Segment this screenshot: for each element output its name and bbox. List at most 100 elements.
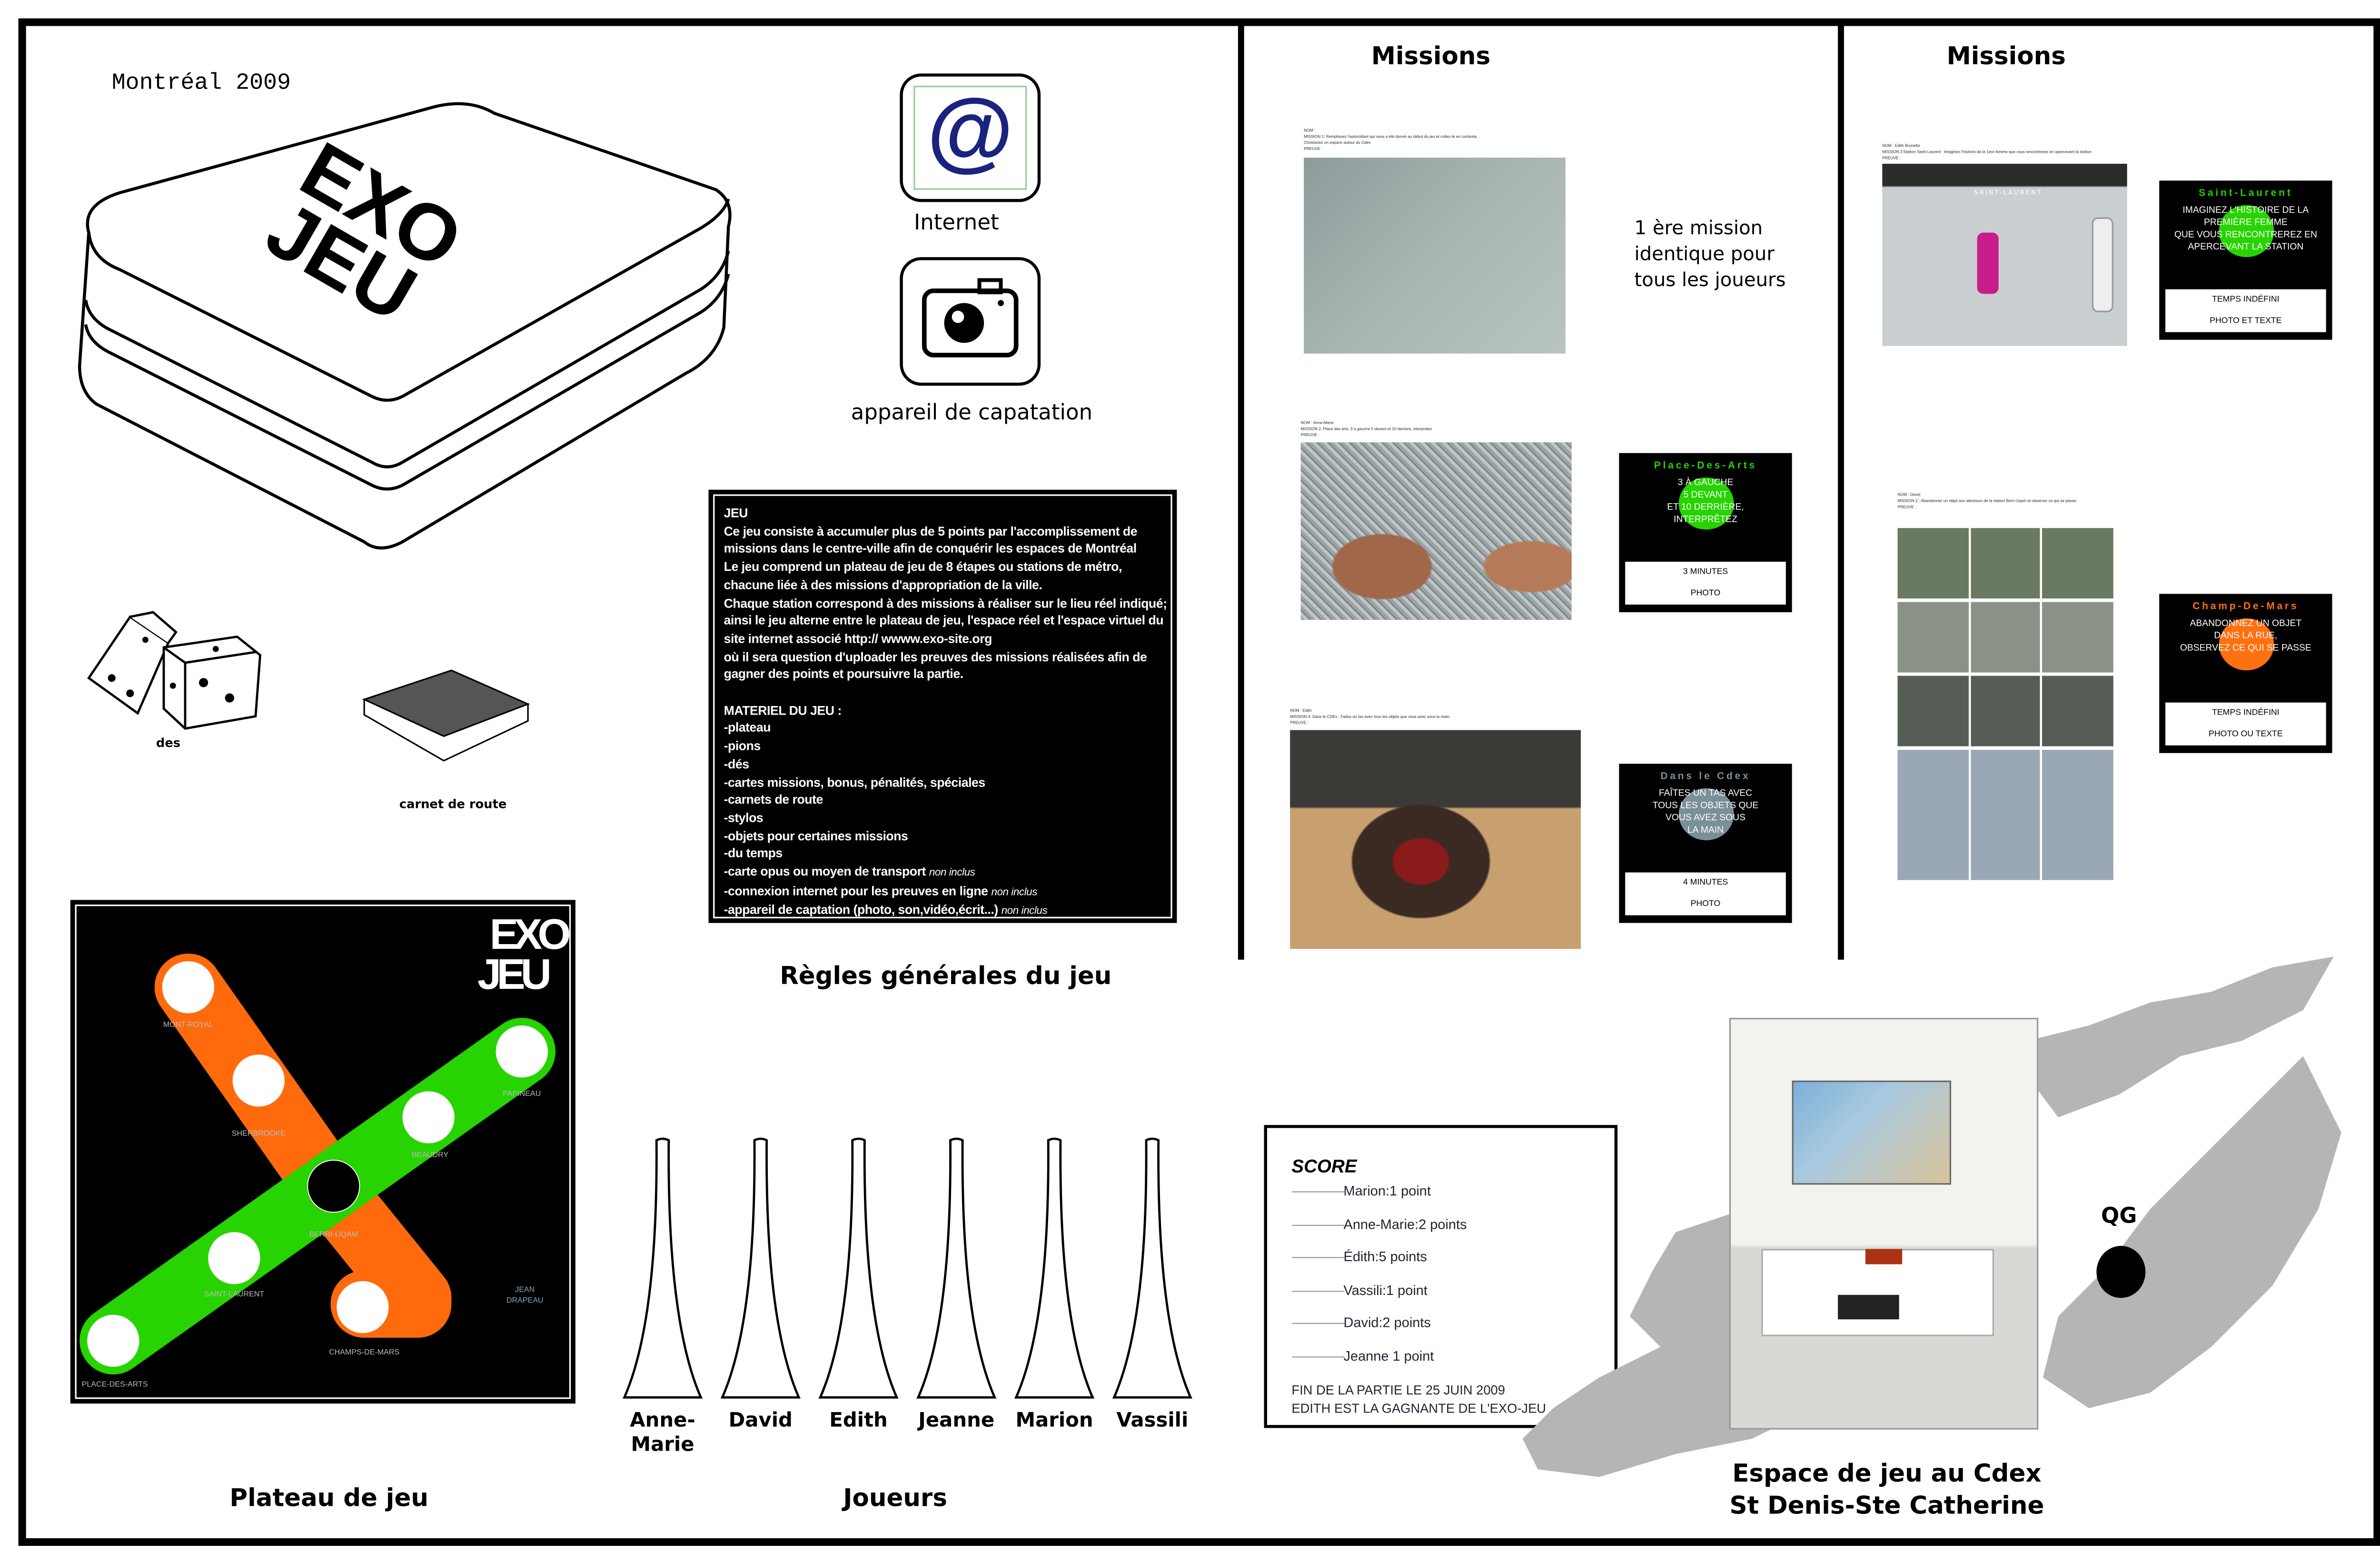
player-name: Jeanne xyxy=(918,1409,995,1433)
venue-caption: Espace de jeu au Cdex St Denis-Ste Cathe… xyxy=(1714,1457,2060,1522)
first-mission-note: 1 ère mission identique pour tous les jo… xyxy=(1635,214,1786,292)
not-included-note: non inclus xyxy=(1001,906,1048,918)
rules-line: Ce jeu consiste à accumuler plus de 5 po… xyxy=(724,523,1138,538)
score-leader: ----------------- xyxy=(1291,1347,1345,1363)
sheet-name: NOM : Edith Brunette xyxy=(1882,144,1920,149)
card-text-line: IMAGINEZ L'HISTOIRE DE LA xyxy=(2182,207,2309,216)
proof-photo-station: SAINT-LAURENT xyxy=(1882,163,2127,346)
score-value: Vassili:1 point xyxy=(1343,1282,1428,1297)
internet-icon: @ xyxy=(900,73,1041,202)
materials-item-text: -stylos xyxy=(724,809,764,825)
mission-sheet: NOM : Anne-Marie MISSION 2: Place des ar… xyxy=(1301,421,1607,439)
score-value: Marion:1 point xyxy=(1343,1183,1431,1199)
players-caption: Joueurs xyxy=(843,1483,948,1513)
station-dot-icon xyxy=(1678,788,1733,840)
orange-line xyxy=(154,953,452,1338)
card-station: Saint-Laurent xyxy=(2199,188,2293,199)
poster-frame xyxy=(18,18,2380,1546)
proof-photo-sticker xyxy=(1304,158,1566,354)
station-label: MONT-ROYAL xyxy=(163,1020,213,1029)
card-time: TEMPS INDÉFINI xyxy=(2212,295,2280,305)
materials-item: -pions xyxy=(724,738,1174,756)
score-value: David:2 points xyxy=(1343,1314,1431,1330)
sheet-mission: MISSION 4: Dans le CDEx : Faites un tas … xyxy=(1290,715,1451,720)
station-label: BERRI-UQAM xyxy=(309,1230,358,1239)
card-time: 4 MINUTES xyxy=(1683,878,1728,888)
not-included-note: non inclus xyxy=(991,887,1037,898)
card-text-line: ABANDONNEZ UN OBJET xyxy=(2190,620,2302,629)
rules-line: gagner des points et poursuivre la parti… xyxy=(724,666,963,682)
board-caption: Plateau de jeu xyxy=(229,1483,428,1513)
rules-caption: Règles générales du jeu xyxy=(780,961,1112,991)
card-station: Champ-De-Mars xyxy=(2192,601,2299,612)
station-saint-laurent[interactable] xyxy=(208,1232,260,1284)
player-name: Edith xyxy=(829,1409,888,1433)
materials-item-text: -du temps xyxy=(724,845,783,861)
station-champs[interactable] xyxy=(337,1281,389,1334)
sheet-mission: Choisissez un espace autour du Cdex xyxy=(1304,140,1371,146)
score-value: Édith:5 points xyxy=(1343,1249,1427,1264)
hq-label: QG xyxy=(2101,1205,2137,1229)
player-pawn-icon xyxy=(818,1137,899,1399)
card-text-line: LA MAIN xyxy=(1687,826,1724,836)
rules-heading: JEU xyxy=(724,505,748,521)
mission-sheet: NOM : David MISSION 2 : Abandonner un ob… xyxy=(1897,493,2158,511)
sheet-proof: PREUVE : xyxy=(1300,433,1319,438)
not-included-note: non inclus xyxy=(929,867,975,879)
missions-title: Missions xyxy=(1371,41,1491,70)
score-row: -----------------David:2 points xyxy=(1291,1315,1614,1348)
mission-sheet: NOM : Edith Brunette MISSION 2:Station S… xyxy=(1882,144,2142,162)
station-place-des-arts[interactable] xyxy=(87,1314,139,1367)
materials-item-text: -objets pour certaines missions xyxy=(724,827,908,843)
score-sheet: SCORE -----------------Marion:1 point---… xyxy=(1264,1125,1618,1428)
station-dot-icon xyxy=(2218,205,2273,258)
rules-line: Chaque station correspond à des missions… xyxy=(724,595,1167,610)
score-leader: ----------------- xyxy=(1291,1314,1345,1330)
station-label: PAPINEAU xyxy=(503,1089,541,1098)
notebook-label: carnet de route xyxy=(399,797,507,811)
station-papineau[interactable] xyxy=(496,1025,548,1078)
card-text-line: VOUS AVEZ SOUS xyxy=(1666,814,1745,824)
capture-device-label: appareil de capatation xyxy=(851,401,1093,426)
game-box-illustration: EXO JEU xyxy=(78,102,732,550)
rules-line: chacune liée à des missions d'appropriat… xyxy=(724,577,1042,592)
venue-caption-line: Espace de jeu au Cdex xyxy=(1732,1458,2042,1488)
card-station: Place-Des-Arts xyxy=(1654,460,1757,472)
sheet-proof: PREUVE : xyxy=(1882,156,1901,161)
note-line: 1 ère mission xyxy=(1634,216,1763,239)
rules-line: où il sera question d'uploader les preuv… xyxy=(724,648,1147,664)
note-line: identique pour xyxy=(1634,241,1775,265)
station-beaudry[interactable] xyxy=(402,1091,455,1144)
player-name: David xyxy=(728,1409,793,1433)
score-leader: ----------------- xyxy=(1291,1183,1345,1199)
city-year: Montréal 2009 xyxy=(111,70,291,97)
sheet-name: NOM : Anne-Marie xyxy=(1300,421,1334,426)
mission-sheet: NOM : MISSION 1: Remplissez l'autocollan… xyxy=(1304,129,1610,153)
card-text-line: FAÎTES UN TAS AVEC xyxy=(1658,789,1753,799)
materials-item-text: -cartes missions, bonus, pénalités, spéc… xyxy=(724,774,986,789)
hq-marker xyxy=(2096,1245,2146,1298)
player-pawn-icon xyxy=(720,1137,801,1399)
board-logo: EXO xyxy=(490,911,570,958)
materials-item-text: -plateau xyxy=(724,720,771,736)
station-mont-royal[interactable] xyxy=(162,961,215,1014)
station-label: SHERBROOKE xyxy=(232,1129,286,1137)
dice-icon xyxy=(87,611,262,730)
score-title: SCORE xyxy=(1291,1155,1357,1177)
player-name: Anne-Marie xyxy=(630,1409,695,1457)
card-text-line: APERCEVANT LA STATION xyxy=(2188,243,2304,253)
materials-item: -connexion internet pour les preuves en … xyxy=(724,883,1174,902)
rules-line: site internet associé http:// wwww.exo-s… xyxy=(724,630,992,646)
score-row: -----------------Anne-Marie:2 points xyxy=(1291,1216,1614,1249)
station-sherbrooke[interactable] xyxy=(232,1055,285,1107)
station-label: JEAN xyxy=(515,1285,535,1294)
divider xyxy=(1238,21,1244,960)
station-dot-icon xyxy=(2218,618,2273,671)
